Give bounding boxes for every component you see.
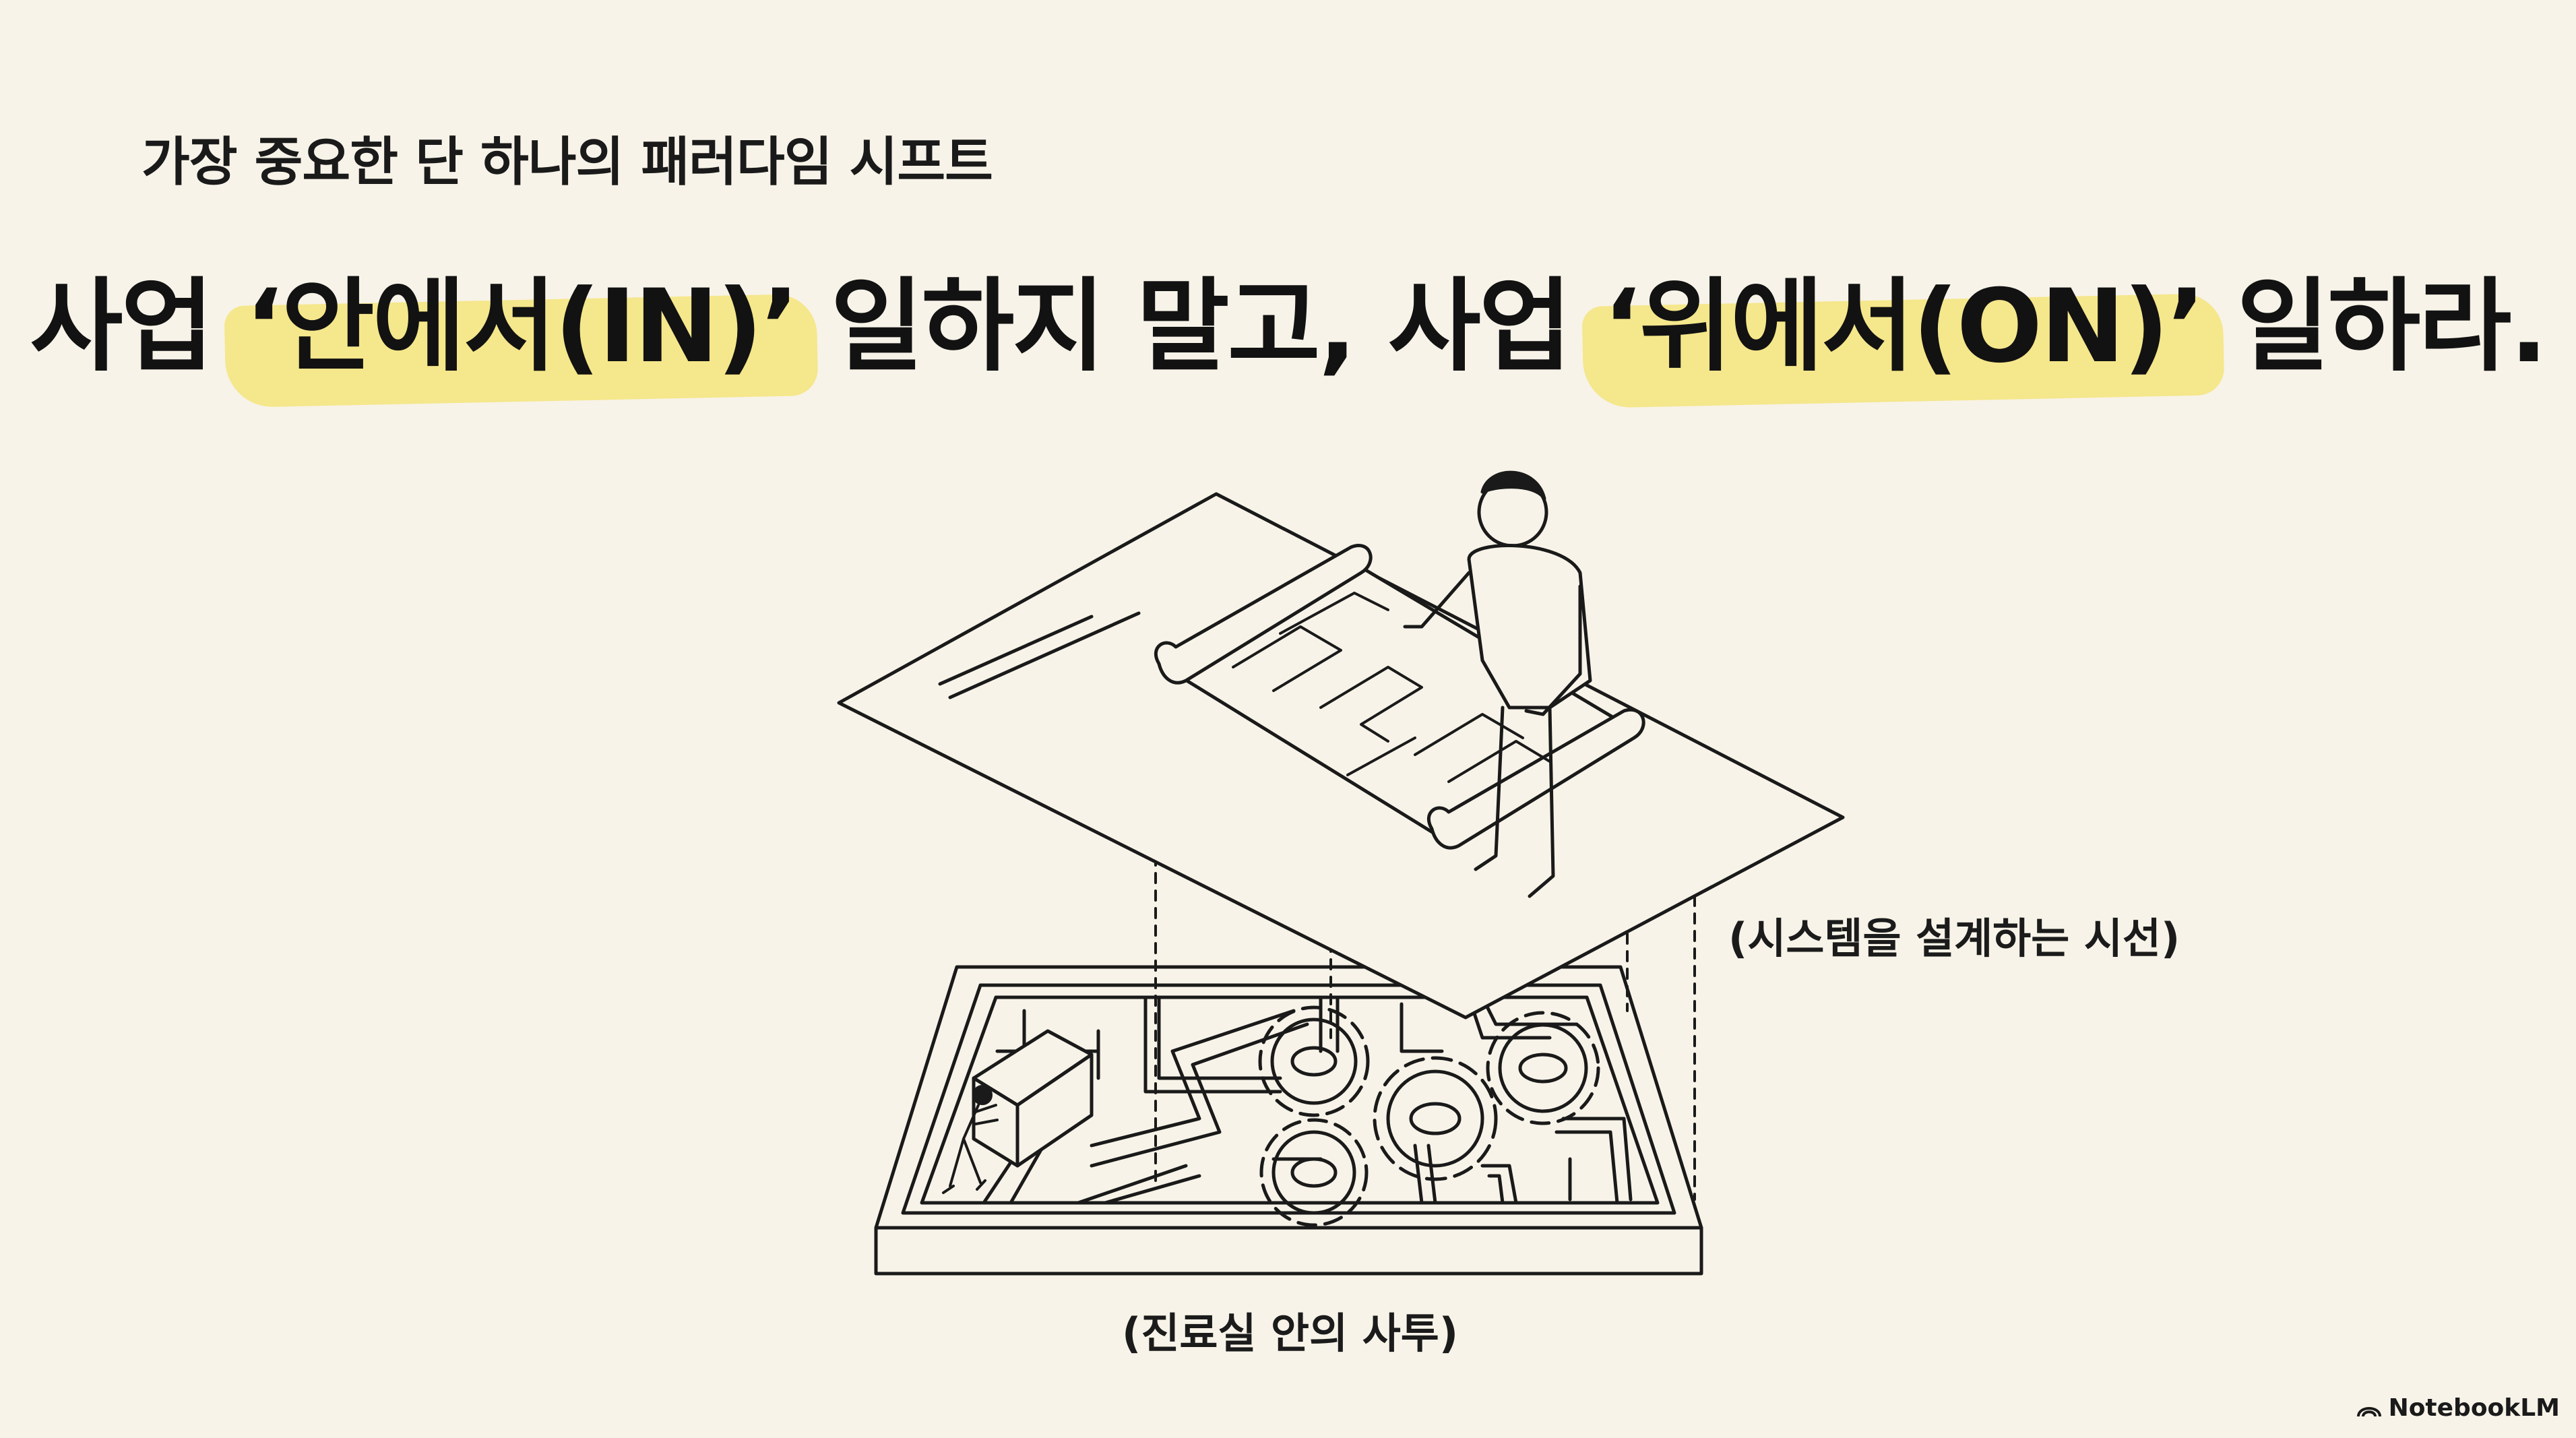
- pushing-person-icon: [942, 1085, 999, 1194]
- notebooklm-logo-icon: [2356, 1406, 2381, 1416]
- headline-highlight-on: ‘위에서(ON)’: [1603, 266, 2205, 387]
- headline-part-3: 일하라.: [2203, 268, 2548, 385]
- caption-system-view: (시스템을 설계하는 시선): [1728, 914, 2180, 963]
- headline-part-1: 사업: [30, 268, 245, 385]
- maze-illustration: [874, 965, 1703, 1276]
- brand-watermark: NotebookLM: [2356, 1394, 2560, 1422]
- gear-icon: [1373, 1056, 1498, 1181]
- floating-plane: [837, 470, 1845, 1020]
- caption-clinic-struggle: (진료실 안의 사투): [1122, 1309, 1459, 1358]
- slide-subtitle: 가장 중요한 단 하나의 패러다임 시프트: [142, 132, 993, 193]
- headline-part-2: 일하지 말고, 사업: [797, 268, 1604, 385]
- brand-label: NotebookLM: [2388, 1394, 2560, 1422]
- blueprint-scroll: [1154, 544, 1645, 850]
- headline-highlight-in: ‘안에서(IN)’: [245, 266, 799, 387]
- slide-headline: 사업 ‘안에서(IN)’ 일하지 말고, 사업 ‘위에서(ON)’ 일하라.: [0, 266, 2576, 387]
- gear-icon: [1259, 1118, 1369, 1227]
- gear-icon: [1486, 1011, 1600, 1125]
- gear-icon: [1258, 1005, 1370, 1117]
- planner-person-icon: [1403, 470, 1592, 898]
